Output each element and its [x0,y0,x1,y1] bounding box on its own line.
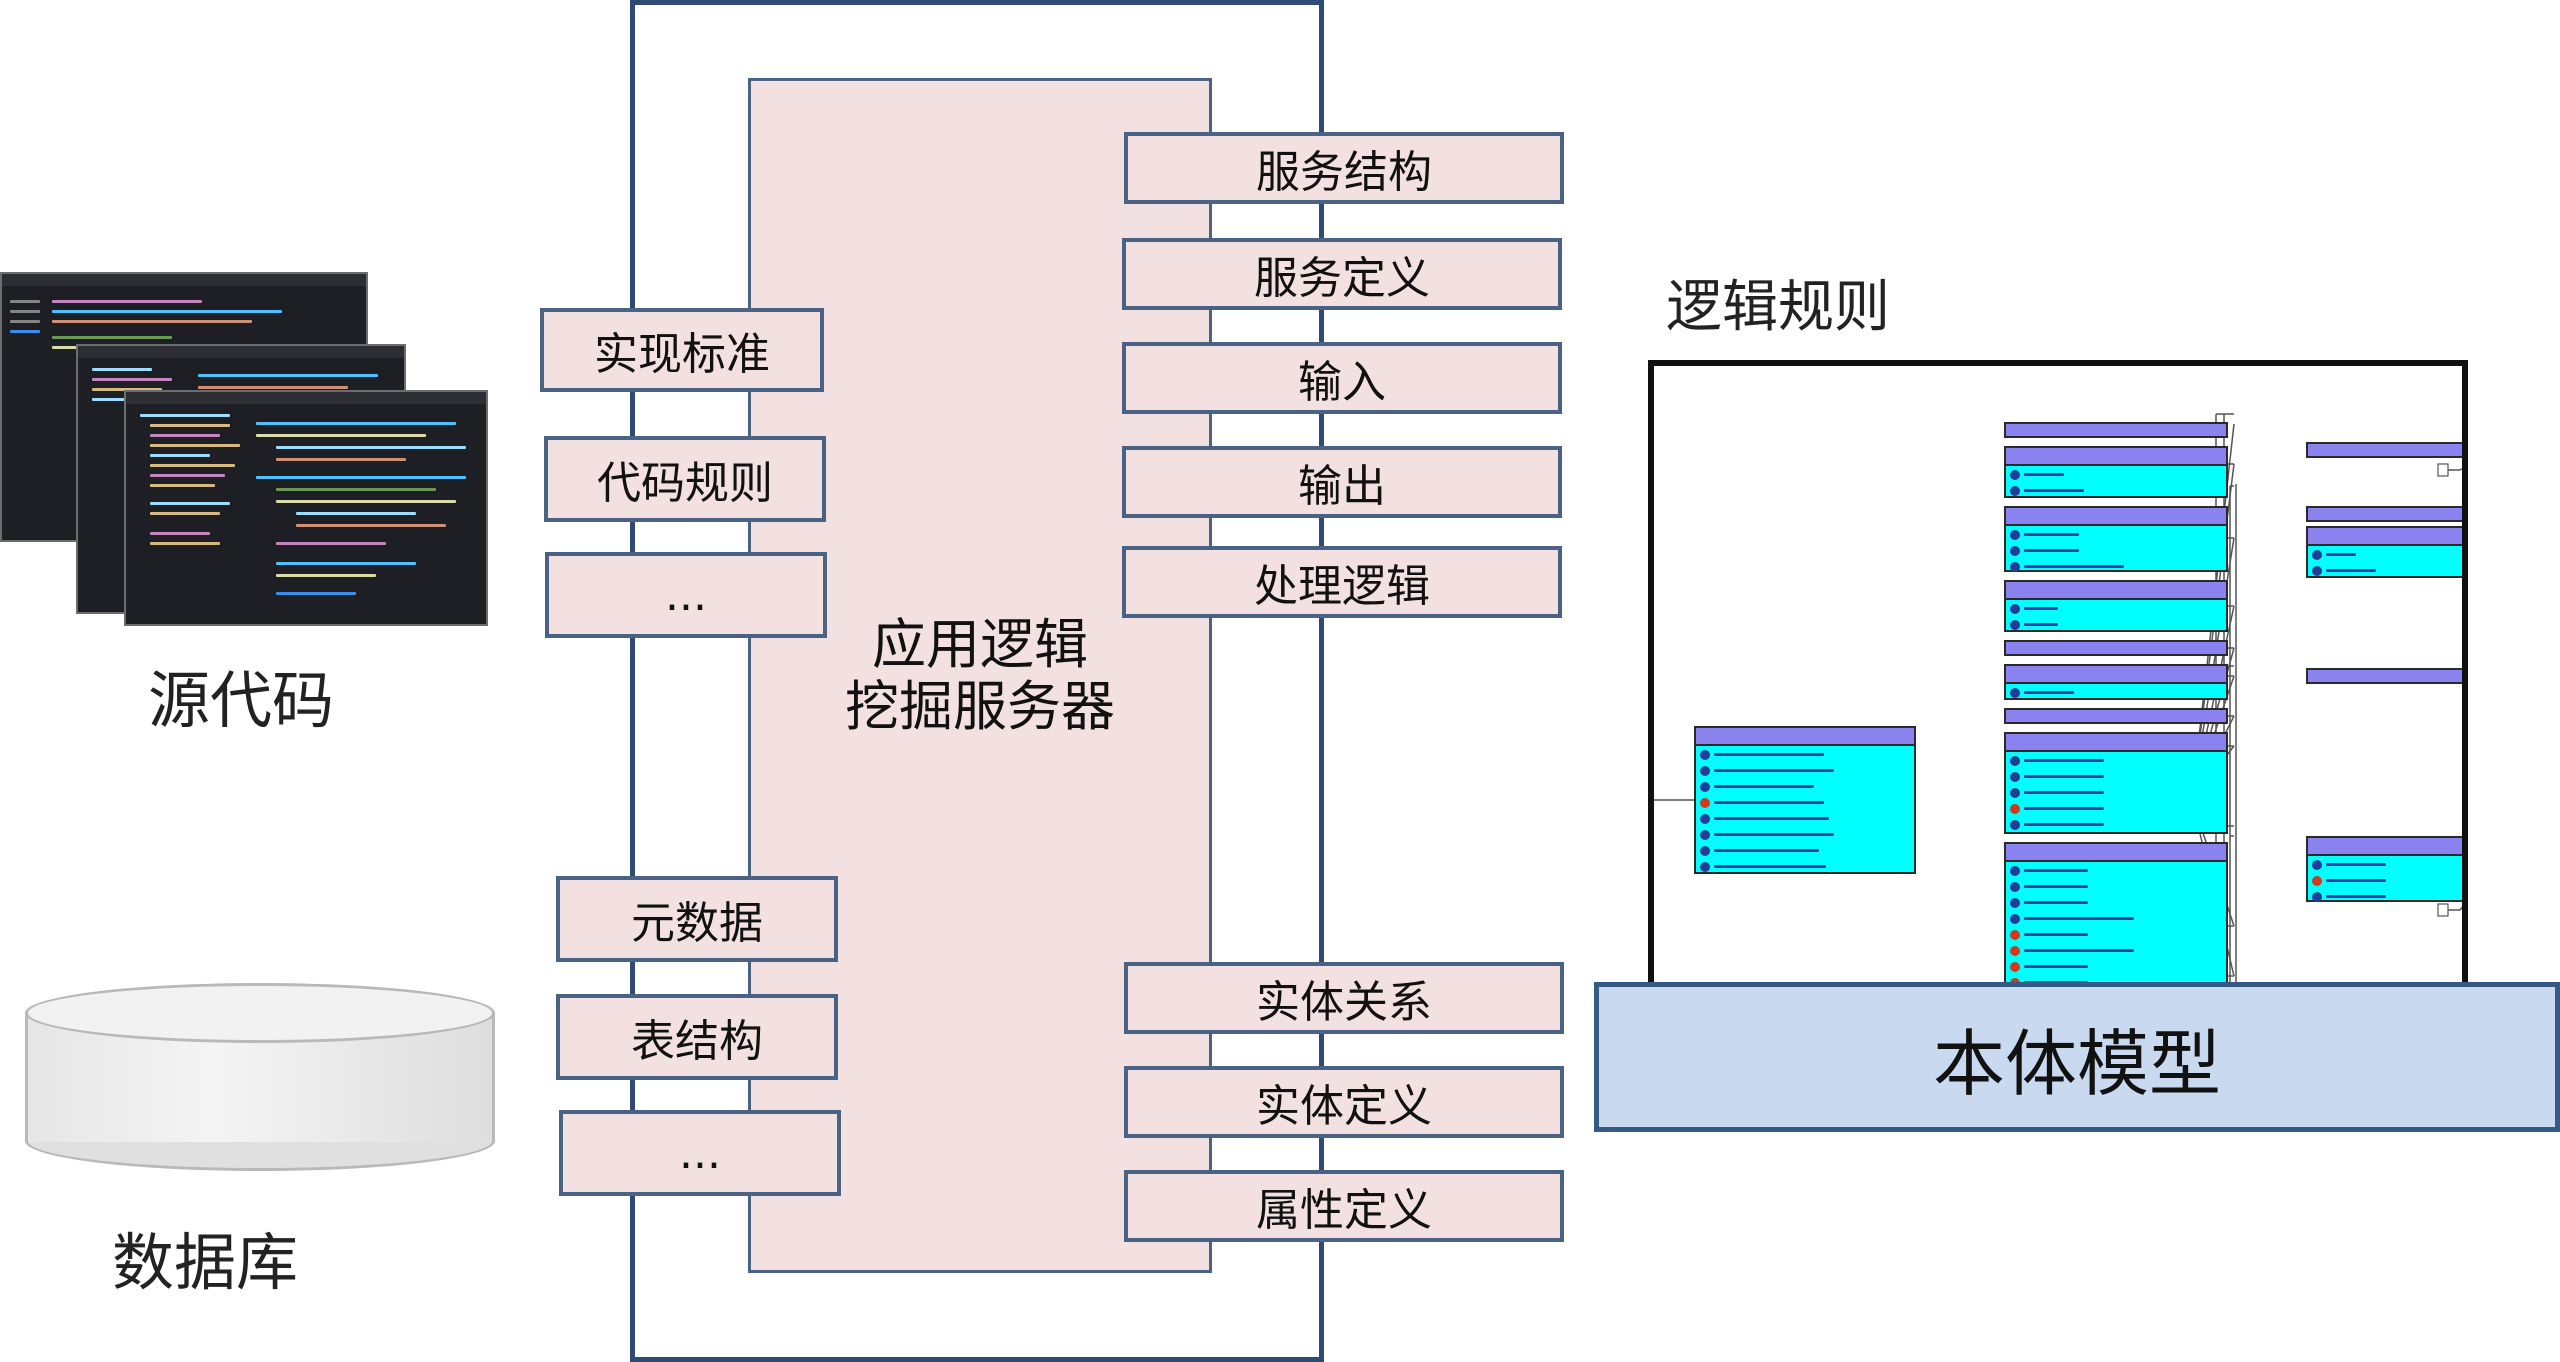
box-code-rules: 代码规则 [544,436,826,522]
rule-node-header-7 [2004,708,2228,724]
rule-node-2 [2004,446,2228,498]
box-processing-logic: 处理逻辑 [1122,546,1562,618]
rule-node-header-r2 [2306,506,2462,522]
box-entity-relation: 实体关系 [1124,962,1564,1034]
ontology-model-label: 本体模型 [1932,1021,2221,1106]
ontology-model: 本体模型 [1594,982,2560,1132]
rule-node-header-r4 [2306,668,2462,684]
box-entity-definition: 实体定义 [1124,1066,1564,1138]
source-code-image [0,272,490,627]
box-implementation-standard: 实现标准 [540,308,824,392]
source-code-label: 源代码 [148,664,335,737]
rule-node-main [1694,726,1916,874]
box-metadata: 元数据 [556,876,838,962]
database-label: 数据库 [112,1226,299,1299]
rule-node-8 [2004,732,2228,834]
rule-node-3 [2004,506,2228,572]
box-output: 输出 [1122,446,1562,518]
rule-node-6 [2004,664,2228,700]
box-attribute-definition: 属性定义 [1124,1170,1564,1242]
box-service-structure: 服务结构 [1124,132,1564,204]
code-window-3 [124,390,488,626]
logic-rules-panel [1648,360,2468,1000]
box-more-top-left: ... [545,552,827,638]
server-title-line2: 挖掘服务器 [845,674,1115,738]
rule-node-4 [2004,580,2228,632]
server-title-line1: 应用逻辑 [872,612,1088,676]
rule-node-r3 [2306,526,2462,578]
rule-node-header-5 [2004,640,2228,656]
database-cylinder [25,983,495,1173]
rule-node-header-1 [2004,422,2228,438]
box-input: 输入 [1122,342,1562,414]
box-more-bottom-left: ... [559,1110,841,1196]
logic-rules-title: 逻辑规则 [1666,275,1890,340]
rule-node-r5 [2306,836,2462,902]
rule-node-9 [2004,842,2228,992]
box-table-structure: 表结构 [556,994,838,1080]
box-service-definition: 服务定义 [1122,238,1562,310]
rule-node-header-r1 [2306,442,2462,458]
